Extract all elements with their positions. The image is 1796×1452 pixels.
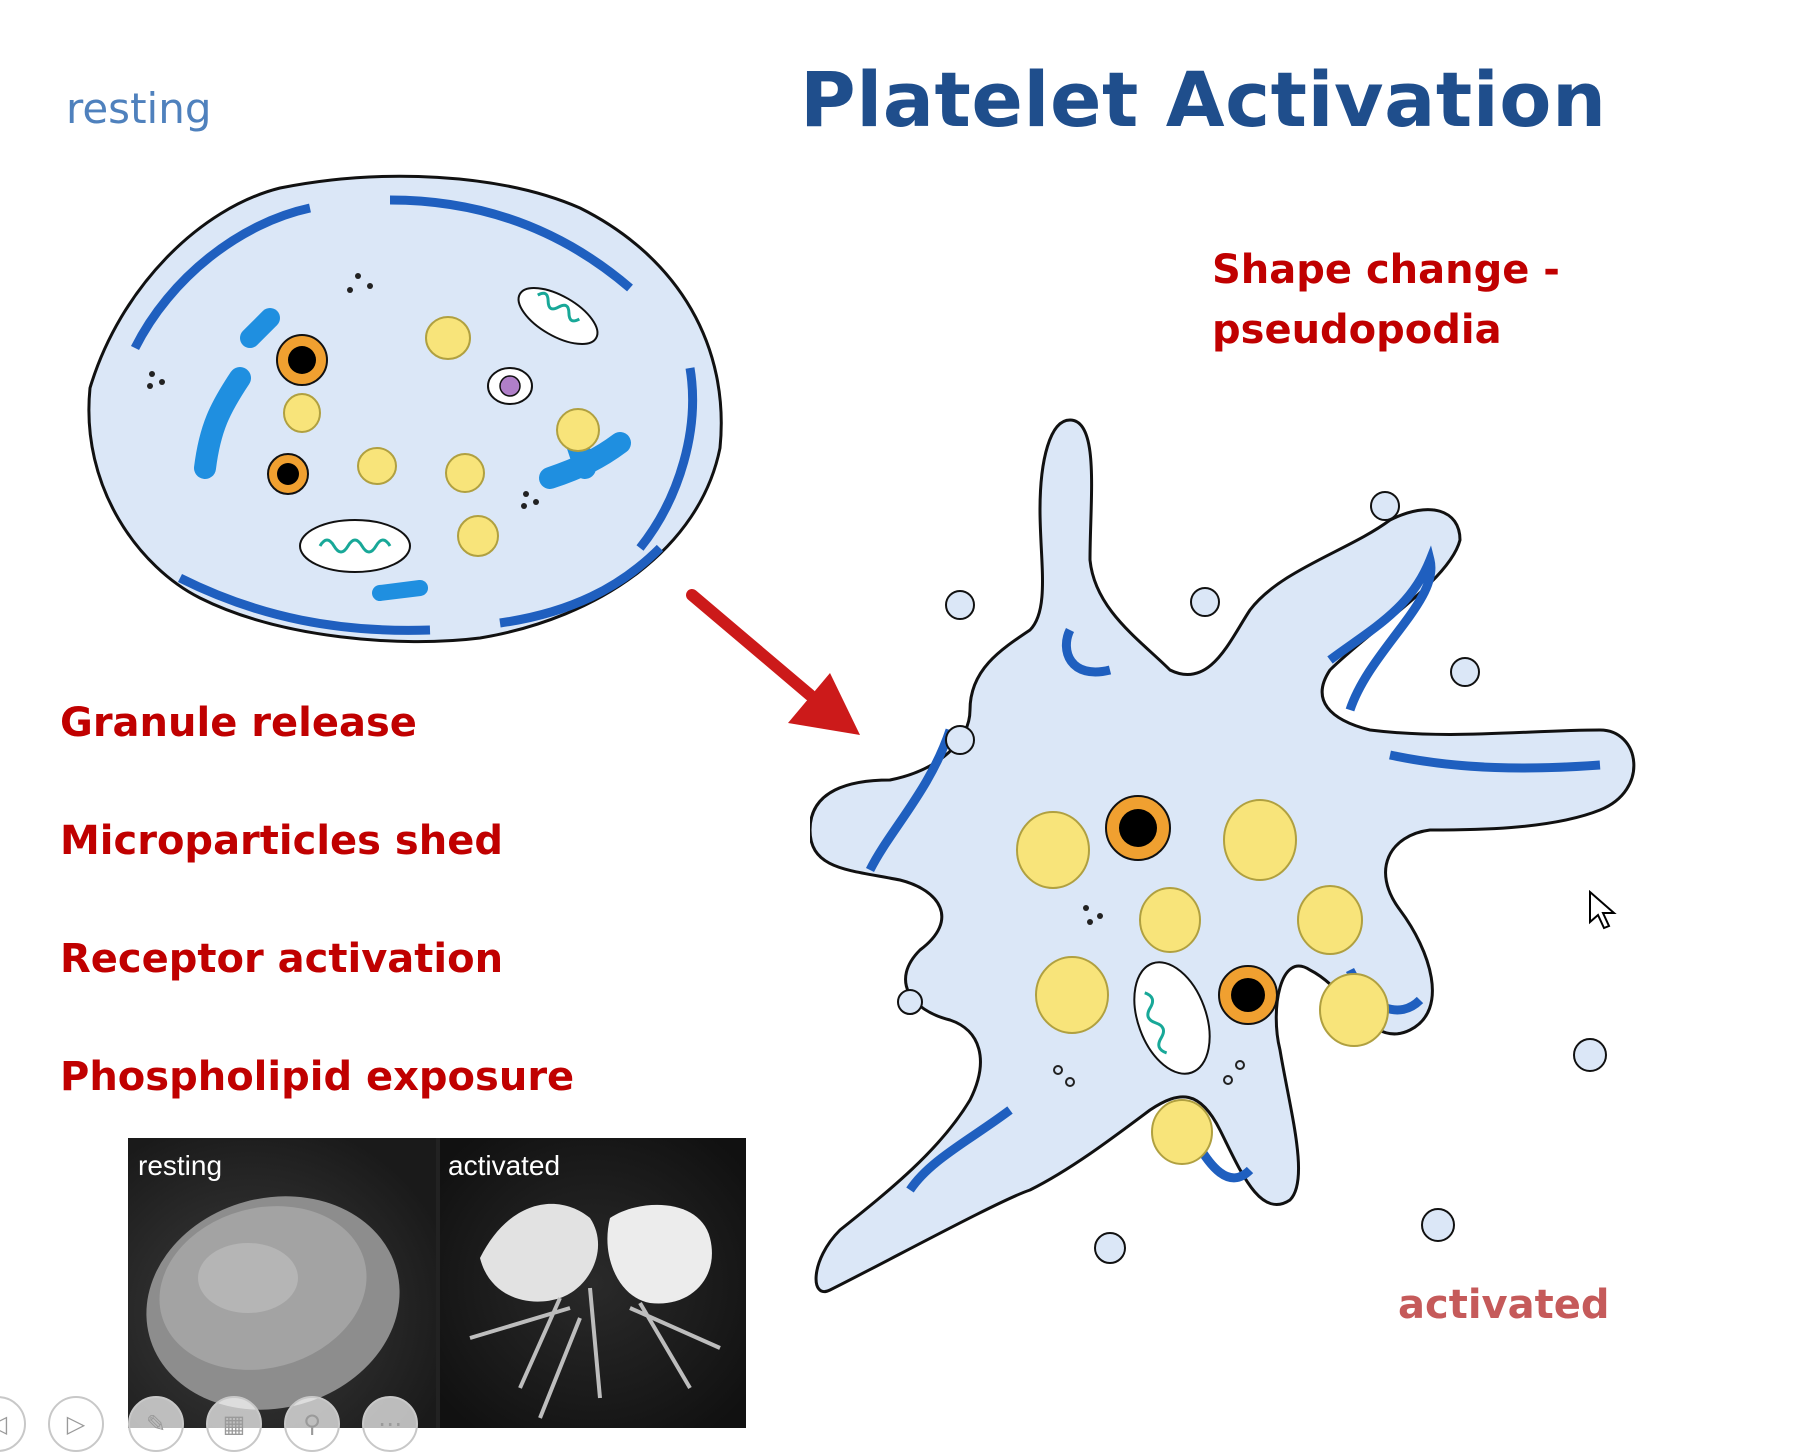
photo-resting-label: resting	[138, 1150, 223, 1181]
slide-title: Platelet Activation	[800, 55, 1607, 144]
presentation-toolbar: ◁ ▷ ✎ ▦ ⚲ ⋯	[0, 1396, 420, 1452]
transition-arrow-icon	[686, 589, 860, 735]
slides-icon: ▦	[222, 1410, 246, 1438]
play-icon: ▷	[66, 1410, 86, 1438]
bullet-microparticles-shed: Microparticles shed	[60, 818, 503, 864]
shape-change-line2: pseudopodia	[1212, 307, 1502, 353]
bullet-phospholipid-exposure: Phospholipid exposure	[60, 1054, 575, 1100]
electron-micrograph: resting activated	[128, 1138, 746, 1428]
zoom-button[interactable]: ⚲	[284, 1396, 340, 1452]
resting-micrograph-panel: resting	[128, 1138, 436, 1428]
resting-label: resting	[66, 84, 212, 133]
activated-micrograph-panel: activated	[440, 1138, 746, 1428]
zoom-icon: ⚲	[303, 1410, 321, 1438]
pen-icon: ✎	[145, 1410, 167, 1438]
activated-label: activated	[1398, 1282, 1610, 1328]
resting-platelet-illustration	[87, 174, 723, 644]
shape-change-label: Shape change - pseudopodia	[1212, 240, 1560, 360]
pen-button[interactable]: ✎	[128, 1396, 184, 1452]
more-button[interactable]: ⋯	[362, 1396, 418, 1452]
slides-button[interactable]: ▦	[206, 1396, 262, 1452]
resting-platelet-photo	[146, 1196, 400, 1410]
activated-platelet-illustration	[810, 418, 1636, 1294]
previous-button[interactable]: ◁	[0, 1396, 26, 1452]
more-icon: ⋯	[378, 1410, 402, 1438]
photo-activated-label: activated	[448, 1150, 561, 1181]
bullet-receptor-activation: Receptor activation	[60, 936, 504, 982]
mouse-cursor-icon	[1589, 890, 1617, 930]
shape-change-line1: Shape change -	[1212, 247, 1560, 293]
play-button[interactable]: ▷	[48, 1396, 104, 1452]
activation-events-list: Granule release Microparticles shed Rece…	[60, 700, 574, 1172]
activated-platelet-photo	[469, 1203, 721, 1419]
bullet-granule-release: Granule release	[60, 700, 417, 746]
previous-icon: ◁	[0, 1410, 7, 1438]
